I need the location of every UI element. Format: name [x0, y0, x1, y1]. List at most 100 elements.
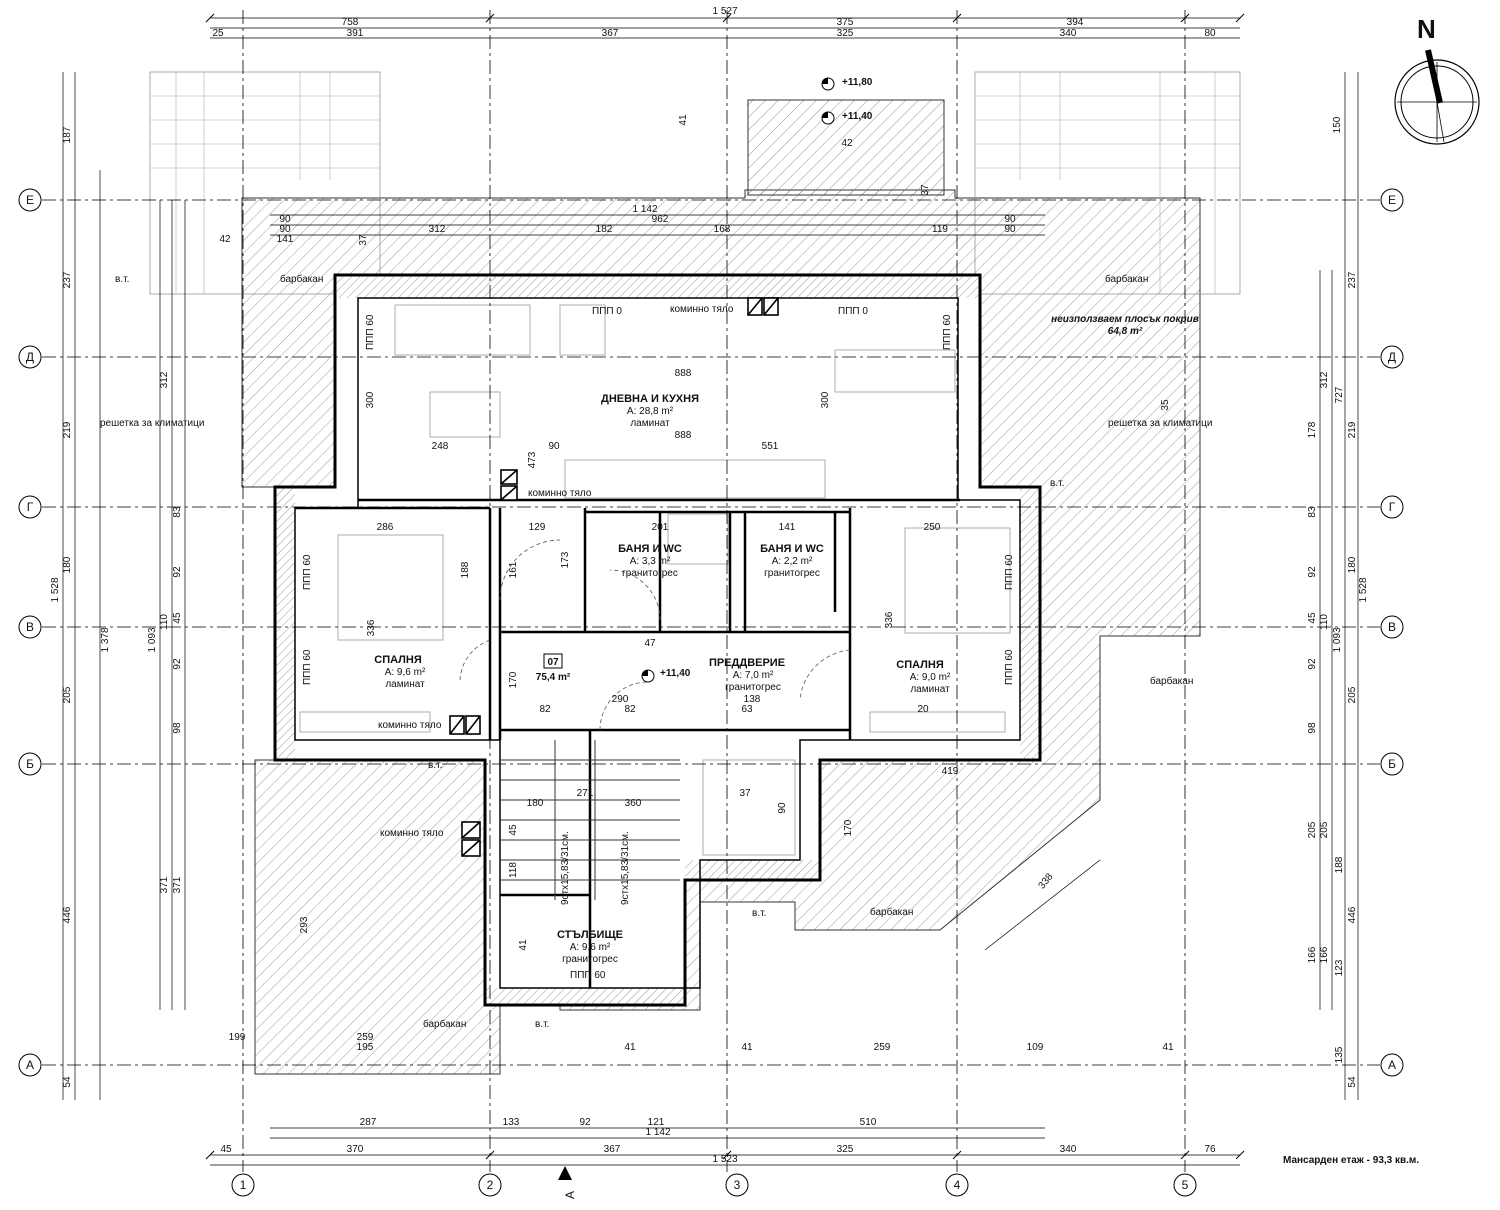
dim-271: 338	[1037, 871, 1056, 891]
dim-top-r2-5: 340	[1060, 28, 1077, 39]
dim-bot-367: 367	[604, 1144, 621, 1155]
landing-box	[702, 759, 796, 856]
dim-253: 45	[508, 824, 519, 836]
dim-300b: 300	[820, 391, 831, 408]
axis-label-v-right: В	[1388, 620, 1396, 634]
stair-note-2: 9стх15,83/31см.	[620, 831, 631, 905]
room-area-living: A: 28,8 m²	[627, 406, 674, 417]
barbakan-label-1: барбакан	[280, 273, 323, 285]
dim-inner-119: 119	[932, 224, 948, 235]
dim-right-98: 98	[1307, 722, 1318, 734]
dim-bot-92: 92	[579, 1117, 591, 1128]
dim-left-83: 83	[172, 506, 183, 518]
dim-bot-45: 45	[220, 1144, 232, 1155]
wardrobe-left	[299, 711, 431, 733]
dim-right-92b: 92	[1307, 658, 1318, 670]
dim-290: 20	[917, 704, 929, 715]
dim-259: 259	[874, 1042, 891, 1053]
level-top-1: +11,80	[842, 77, 873, 88]
level-markers: +11,80 +11,40 +11,40	[641, 77, 873, 683]
section-mark: А	[558, 1166, 577, 1199]
dim-207: 170	[843, 819, 854, 836]
dim-right-110: 110	[1319, 614, 1330, 630]
dim-left-98: 98	[172, 722, 183, 734]
chimney-label-1: коминно тяло	[670, 304, 734, 315]
dim-right-178: 178	[1307, 421, 1318, 438]
dim-199: 41	[1162, 1042, 1174, 1053]
dim-left-92b: 92	[172, 658, 183, 670]
room-floor-bath2: гранитогрес	[764, 568, 820, 579]
dim-bot-133: 133	[503, 1117, 520, 1128]
armchair	[559, 304, 606, 356]
axis-lines	[42, 10, 1380, 1172]
level-top-2: +11,40	[842, 111, 873, 122]
vt-label-1: в.т.	[115, 274, 129, 285]
dim-170: 37	[739, 788, 751, 799]
dim-left-total-1378: 1 378	[100, 627, 111, 652]
room-floor-hall: гранитогрес	[725, 682, 781, 693]
room-name-hall: ПРЕДДВЕРИЕ	[709, 657, 785, 669]
bed-left	[337, 534, 444, 641]
roof-note-name: неизползваем плосък покрив	[1051, 314, 1199, 325]
room-name-living: ДНЕВНА И КУХНЯ	[601, 393, 699, 405]
dim-top-r2-3: 367	[602, 28, 619, 39]
dim-left-total-1093: 1 093	[147, 627, 158, 652]
axis-label-2: 2	[487, 1178, 494, 1192]
dim-102a: 82	[624, 704, 636, 715]
room-area-bedroom2: A: 9,0 m²	[910, 672, 951, 683]
room-area-bedroom1: A: 9,6 m²	[385, 667, 426, 678]
dim-left-92: 92	[172, 566, 183, 578]
dim-inner-141: 141	[277, 234, 294, 245]
dim-right-45: 45	[1307, 612, 1318, 624]
dim-138: 170	[508, 671, 519, 688]
dim-300a: 300	[365, 391, 376, 408]
dim-293: 42	[841, 138, 853, 149]
interior	[275, 275, 1040, 1005]
dim-150t: 41	[678, 114, 689, 126]
axis-label-e-right: Е	[1388, 193, 1396, 207]
dim-248: 248	[432, 441, 449, 452]
dim-inner-182: 182	[596, 224, 613, 235]
dim-473: 473	[527, 451, 538, 468]
dim-right-205: 205	[1347, 686, 1358, 703]
chimney-mid	[500, 469, 518, 501]
dim-top-3: 394	[1067, 17, 1084, 28]
ppp60-label-1: ППП 60	[365, 314, 376, 350]
dim-right-166b: 166	[1319, 946, 1330, 963]
dim-250: 250	[924, 522, 941, 533]
axis-label-b-left: Б	[26, 757, 34, 771]
dim-inner-42: 42	[219, 234, 231, 245]
dim-336b: 336	[884, 611, 895, 628]
vt-label-2: в.т.	[1050, 478, 1064, 489]
dim-inner-90b: 90	[1004, 214, 1016, 225]
room-floor-bath1: гранитогрес	[622, 568, 678, 579]
dim-146: 82	[539, 704, 551, 715]
footer-title: Мансарден етаж - 93,3 кв.м.	[1283, 1155, 1419, 1166]
dim-top-1: 758	[342, 17, 359, 28]
room-floor-living: ламинат	[630, 418, 670, 429]
barbakan-label-2: барбакан	[1105, 273, 1148, 285]
wardrobe-right	[869, 711, 1006, 733]
dim-left-237: 237	[62, 271, 73, 288]
dim-right-total-1093: 1 093	[1332, 627, 1343, 652]
axis-label-d-left: Д	[26, 350, 34, 364]
axis-label-1: 1	[240, 1178, 247, 1192]
dim-bot-76: 76	[1204, 1144, 1216, 1155]
chimney-stair	[461, 821, 481, 857]
roof-rim-left	[149, 71, 381, 295]
axis-label-g-left: Г	[27, 500, 34, 514]
room-area-bath1: A: 3,3 m²	[630, 556, 671, 567]
dim-188: 188	[460, 561, 471, 578]
room-labels: ДНЕВНА И КУХНЯ A: 28,8 m² ламинат БАНЯ И…	[374, 314, 1199, 965]
door-swings	[459, 539, 851, 731]
dim-right-92: 92	[1307, 566, 1318, 578]
dim-inner-90a: 90	[279, 214, 291, 225]
axis-label-v-left: В	[26, 620, 34, 634]
axis-labels: Е Д Г В Б А Е Д Г В Б А 1 2 3 4 5	[26, 193, 1396, 1192]
vt-label-4: в.т.	[535, 1019, 549, 1030]
ppp60-label-5: ППП 60	[1004, 554, 1015, 590]
dimension-texts: 1 527 758 375 394 25 391 367 325 340 80 …	[212, 6, 1216, 1165]
dim-173: 173	[560, 551, 571, 568]
dim-285: 290	[612, 694, 629, 705]
